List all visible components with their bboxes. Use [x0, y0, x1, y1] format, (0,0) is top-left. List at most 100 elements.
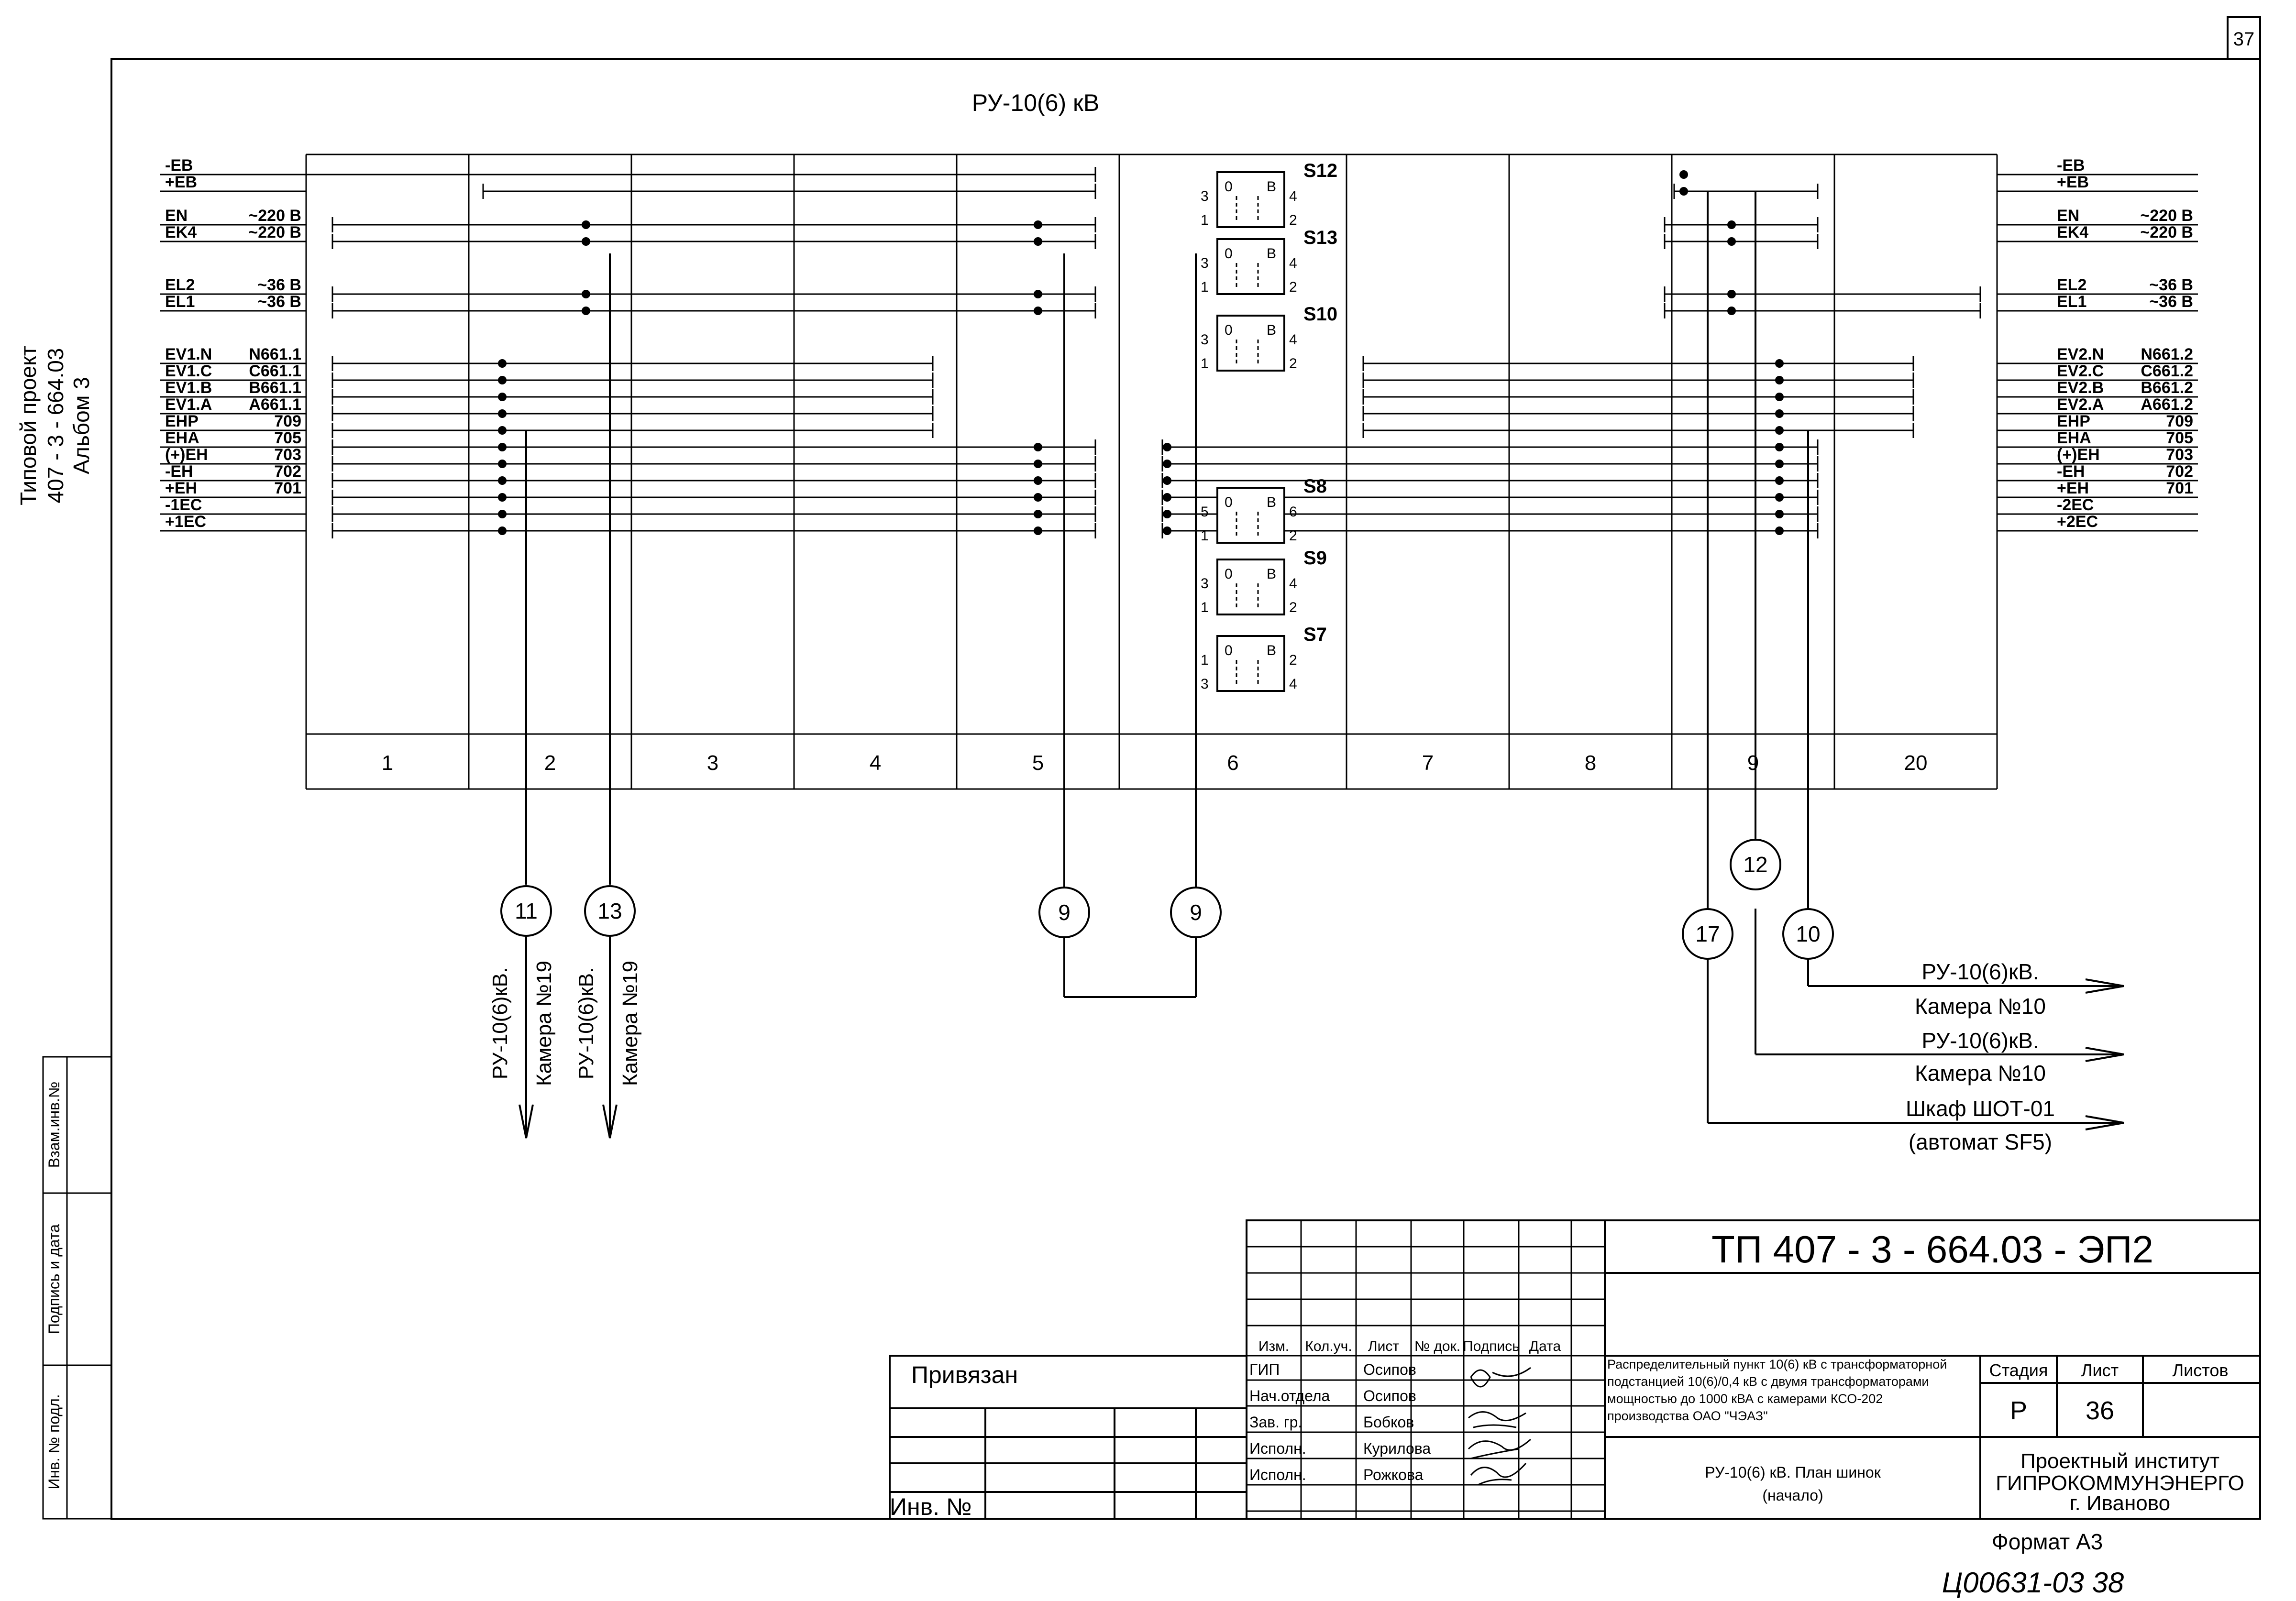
cell-number: 7	[1422, 751, 1434, 775]
right-bus-value: ~220 В	[2140, 223, 2193, 241]
left-bus-value: 702	[274, 462, 301, 481]
tap-dot	[1727, 237, 1736, 246]
tap-dot	[1034, 510, 1042, 518]
tap-dot	[1775, 476, 1784, 485]
tap-dot	[582, 290, 590, 298]
tap-dot	[498, 409, 507, 418]
tap-dot	[1775, 443, 1784, 451]
switch-pin: 4	[1289, 255, 1297, 271]
tap-dot	[1727, 220, 1736, 229]
side-title-3: Альбом 3	[69, 377, 94, 474]
switch-pin: 4	[1289, 332, 1297, 348]
dest-right-1-line2: Камера №10	[1915, 994, 2046, 1019]
sheet-header: Лист	[2081, 1360, 2119, 1380]
description-3: мощностью до 1000 кВА с камерами КСО-202	[1607, 1392, 1883, 1406]
left-bus-value: C661.1	[249, 362, 301, 380]
cable-marker	[584, 885, 636, 937]
description-4: производства ОАО "ЧЭАЗ"	[1607, 1409, 1768, 1423]
tb-name: Курилова	[1363, 1440, 1431, 1457]
cable-number: 17	[1695, 921, 1720, 946]
sheet-title-1: РУ-10(6) кВ. План шинок	[1705, 1464, 1881, 1481]
stage-header: Стадия	[1989, 1360, 2048, 1380]
dest-right-2-line2: Камера №10	[1915, 1061, 2046, 1086]
switch-contact: В	[1267, 566, 1276, 582]
left-bus-value: N661.1	[249, 345, 301, 363]
tap-dot	[1775, 426, 1784, 435]
tap-dot	[1034, 220, 1042, 229]
bound-label: Привязан	[911, 1361, 1018, 1388]
left-bus-value: A661.1	[249, 395, 301, 414]
cell-number: 9	[1747, 751, 1759, 775]
left-bus-name: EHP	[165, 412, 199, 430]
tap-dot	[1775, 359, 1784, 368]
tap-dot	[1163, 493, 1171, 502]
tap-dot	[498, 376, 507, 384]
switch-contact: В	[1267, 179, 1276, 195]
cable-number: 11	[515, 899, 538, 923]
tap-dot	[1034, 307, 1042, 315]
tb-role: ГИП	[1249, 1361, 1280, 1378]
tap-dot	[498, 359, 507, 368]
right-bus-name: EL1	[2057, 293, 2086, 311]
switch-pin: 4	[1289, 188, 1297, 204]
side-title-2: 407 - 3 - 664.03	[43, 348, 68, 504]
tap-dot	[1034, 290, 1042, 298]
tap-dot	[1679, 170, 1688, 179]
switch-pin: 6	[1289, 504, 1297, 520]
switch-contact: 0	[1225, 246, 1233, 262]
switch-body	[1216, 171, 1285, 228]
signatures	[1468, 1367, 1531, 1486]
tap-dot	[1163, 526, 1171, 535]
left-bus-name: EK4	[165, 223, 197, 241]
tap-dot	[582, 307, 590, 315]
tap-dot	[498, 393, 507, 401]
cell-number: 4	[870, 751, 881, 775]
inv-label: Инв. №	[890, 1493, 972, 1520]
tap-dot	[582, 237, 590, 246]
tap-dot	[1034, 237, 1042, 246]
stage-value: Р	[2010, 1396, 2027, 1425]
stamp-replacement: Взам.инв.№	[45, 1082, 63, 1168]
right-bus-value: N661.2	[2141, 345, 2193, 363]
tap-dot	[498, 460, 507, 468]
left-bus-name: -1EC	[165, 496, 202, 514]
switch-pin: 4	[1289, 676, 1297, 692]
tap-dot	[498, 443, 507, 451]
tb-name: Осипов	[1363, 1387, 1416, 1404]
switch-body	[1216, 487, 1285, 544]
tap-dot	[1034, 460, 1042, 468]
tap-dot	[1163, 476, 1171, 485]
switch-name: S7	[1303, 624, 1327, 645]
left-bus-value: 703	[274, 446, 301, 464]
right-bus-name: EK4	[2057, 223, 2088, 241]
left-bus-name: EV1.C	[165, 362, 212, 380]
switch-pin: 2	[1289, 212, 1297, 228]
right-bus-name: +2EC	[2057, 513, 2098, 531]
left-bus-name: -EH	[165, 462, 193, 481]
right-bus-name: -EB	[2057, 156, 2085, 175]
left-bus-name: -EB	[165, 156, 193, 175]
right-bus-value: 701	[2166, 479, 2193, 497]
right-bus-name: +EH	[2057, 479, 2089, 497]
arrow-right	[2085, 1047, 2124, 1062]
switch-pin: 3	[1201, 576, 1209, 592]
cable-marker	[1730, 839, 1781, 890]
left-bus-value: ~36 В	[257, 293, 301, 311]
right-bus-name: EV2.C	[2057, 362, 2104, 380]
dest-right-3-line2: (автомат SF5)	[1909, 1129, 2052, 1154]
left-bus-value: 709	[274, 412, 301, 430]
arrow-down	[602, 1104, 618, 1139]
arrow-down	[519, 1104, 534, 1139]
switch-contact: В	[1267, 322, 1276, 338]
tb-header: Лист	[1368, 1338, 1399, 1354]
left-bus-name: +1EC	[165, 513, 206, 531]
tb-header: Изм.	[1258, 1338, 1289, 1354]
tb-name: Осипов	[1363, 1361, 1416, 1378]
side-title-1: Типовой проект	[16, 346, 41, 505]
left-bus-value: ~36 В	[257, 276, 301, 294]
switch-body	[1216, 635, 1285, 692]
